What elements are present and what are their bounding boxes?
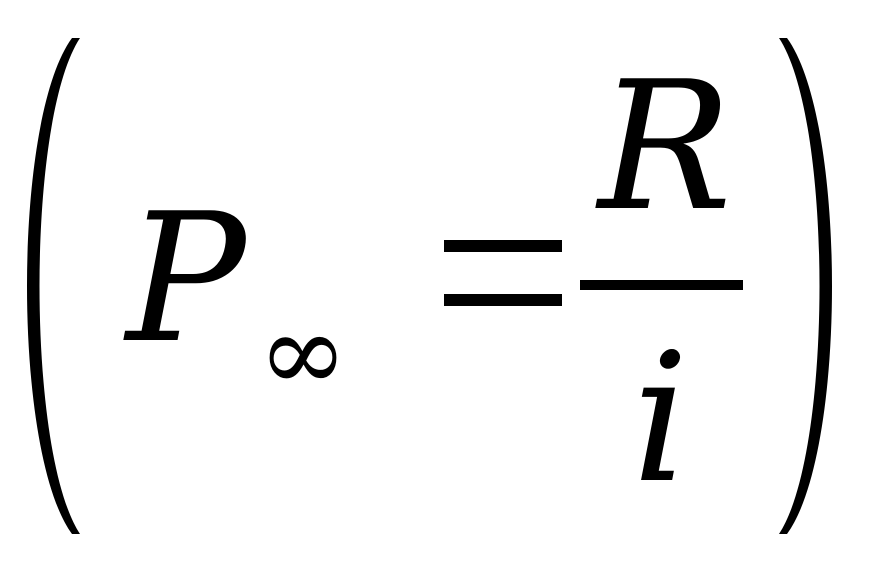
fraction-bar xyxy=(580,280,743,290)
subscript-infinity: ∞ xyxy=(258,291,348,416)
equals-sign xyxy=(444,240,562,306)
right-parenthesis xyxy=(755,0,875,572)
right-parenthesis-shape xyxy=(779,38,832,534)
equals-bar-top xyxy=(444,240,562,252)
variable-p: P xyxy=(126,175,246,382)
left-parenthesis-shape xyxy=(27,38,80,534)
equals-bar-bottom xyxy=(444,294,562,306)
denominator-i: i xyxy=(632,315,689,522)
left-parenthesis xyxy=(0,0,120,572)
numerator-r: R xyxy=(598,43,733,250)
